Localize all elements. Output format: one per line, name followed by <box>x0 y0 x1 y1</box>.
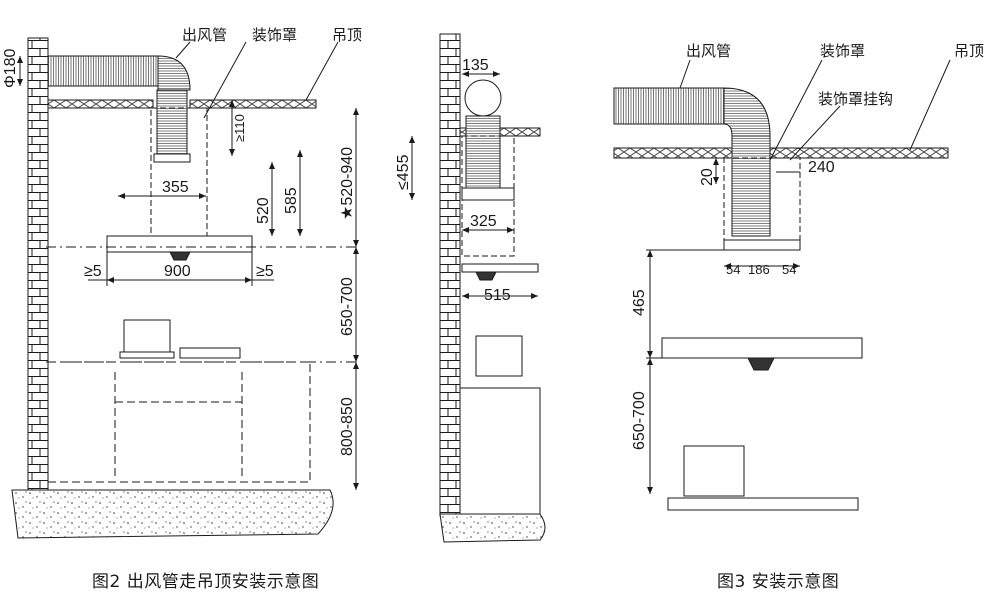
dim-w186: 186 <box>748 262 770 277</box>
duct-clamp-left <box>153 153 191 163</box>
dim-range800-850: 800-850 <box>339 397 356 456</box>
dim-w135: 135 <box>462 57 489 74</box>
dim-w325: 325 <box>470 213 497 230</box>
ceiling-left-b <box>189 99 317 109</box>
dim-min110: ≥110 <box>232 114 247 142</box>
label-hook-fig3: 装饰罩挂钩 <box>818 90 893 108</box>
label-ceiling-fig3: 吊顶 <box>954 42 984 60</box>
dim-w240: 240 <box>808 159 835 176</box>
dim-gap-right: ≥5 <box>256 263 274 280</box>
ground-left <box>11 489 334 539</box>
dim-gap-left: ≥5 <box>84 263 102 280</box>
dim-h520: 520 <box>255 197 272 224</box>
pot-left <box>123 319 171 355</box>
duct-elbow-fig3 <box>723 87 771 137</box>
duct-vertical-side <box>465 115 501 189</box>
stove-left <box>179 347 241 359</box>
pot-side <box>475 335 523 377</box>
figure2-side-view <box>409 33 546 543</box>
stove-fig3 <box>667 497 859 511</box>
dim-w355: 355 <box>162 179 189 196</box>
dim-w900: 900 <box>164 263 191 280</box>
caption-figure3: 图3 安装示意图 <box>717 572 840 592</box>
figure3-view <box>613 59 951 511</box>
label-duct-fig3: 出风管 <box>686 42 731 60</box>
dim-h585: 585 <box>283 187 300 214</box>
duct-horizontal-fig3 <box>613 87 725 125</box>
figure2-left-view <box>11 37 359 539</box>
duct-horizontal-left <box>47 55 159 87</box>
dim-h20: 20 <box>699 168 716 186</box>
dim-h465: 465 <box>631 289 648 316</box>
dim-range520-940: ★520-940 <box>339 147 356 220</box>
label-ceiling-fig2: 吊顶 <box>332 26 362 44</box>
label-cover-fig3: 装饰罩 <box>820 42 865 60</box>
cabinet-side <box>459 387 541 515</box>
hood-lamp-fig3 <box>747 357 775 371</box>
ground-side <box>439 513 546 543</box>
hook-plate-fig3 <box>723 239 801 251</box>
dim-range650-700-fig3: 650-700 <box>631 391 648 450</box>
brick-wall-left <box>27 37 49 517</box>
dim-w54a: 54 <box>726 262 740 277</box>
ceiling-left-a <box>47 99 154 109</box>
label-cover-fig2: 装饰罩 <box>252 26 297 44</box>
hood-lamp-left <box>169 251 191 261</box>
duct-vertical-fig3 <box>731 135 771 237</box>
caption-figure2: 图2 出风管走吊顶安装示意图 <box>92 572 320 592</box>
cabinet-left <box>47 361 311 483</box>
dim-w515: 515 <box>484 287 511 304</box>
pot-fig3 <box>683 445 745 497</box>
brick-wall-side <box>439 33 461 517</box>
hood-body-left <box>106 235 253 253</box>
ceiling-fig3 <box>613 147 949 159</box>
label-duct-fig2: 出风管 <box>182 26 227 44</box>
dim-phi180: Φ180 <box>2 48 19 88</box>
hood-body-fig3 <box>661 337 863 359</box>
duct-vertical-left <box>156 89 188 157</box>
dim-max455: ≤455 <box>395 154 412 190</box>
duct-elbow-left <box>157 55 191 91</box>
duct-section-side <box>464 79 502 117</box>
dim-w54b: 54 <box>782 262 796 277</box>
hood-side-body <box>461 187 515 201</box>
hood-side-canopy <box>461 263 539 273</box>
dim-range650-700-fig2: 650-700 <box>339 277 356 336</box>
